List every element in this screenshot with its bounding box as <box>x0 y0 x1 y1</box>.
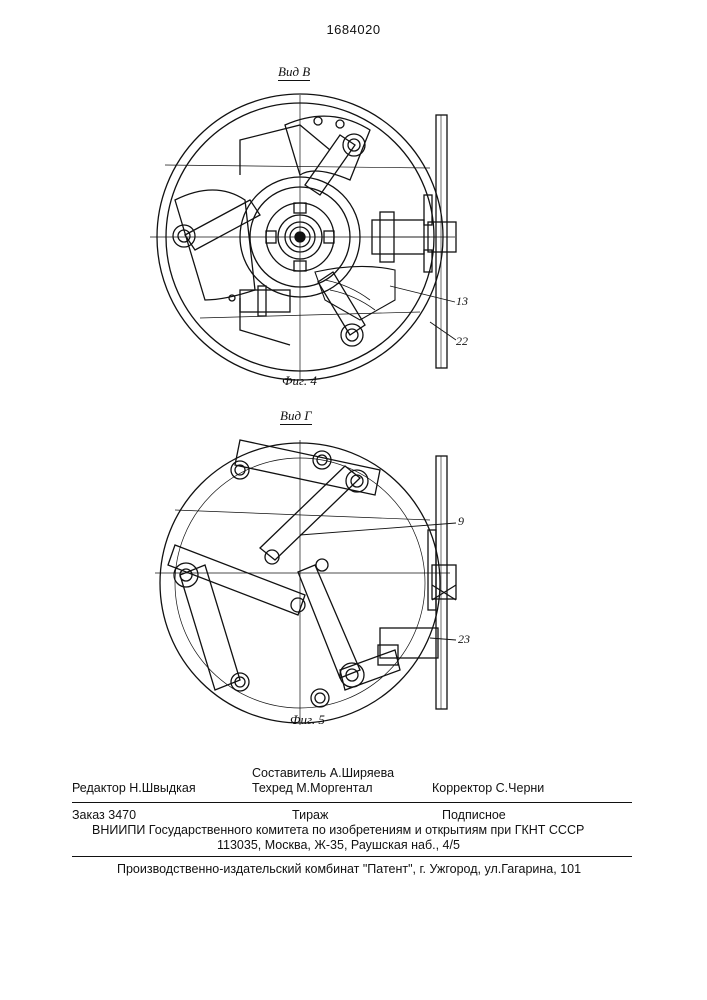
credits-divider-top <box>72 802 632 803</box>
fig5-bar-23 <box>436 456 447 709</box>
institute: ВНИИПИ Государственного комитета по изоб… <box>92 823 584 837</box>
credits-divider-bottom <box>72 856 632 857</box>
fig5-callout-23: 23 <box>458 632 470 647</box>
institute-address: 113035, Москва, Ж-35, Раушская наб., 4/5 <box>217 838 460 852</box>
fig5-arm-top <box>260 466 360 560</box>
fig5-caption: Фиг. 5 <box>290 712 325 728</box>
credit-corrector: Корректор С.Черни <box>432 781 544 795</box>
fig5-callout-9: 9 <box>458 514 464 529</box>
fig5-arm-bottom <box>298 565 360 678</box>
credit-compiler: Составитель А.Ширяева <box>252 766 394 780</box>
fig5-drive-block <box>380 628 438 658</box>
credit-techred: Техред М.Моргентал <box>252 781 373 795</box>
printer: Производственно-издательский комбинат "П… <box>117 862 581 876</box>
subscription: Подписное <box>442 808 506 822</box>
credit-editor: Редактор Н.Швыдкая <box>72 781 196 795</box>
circulation: Тираж <box>292 808 328 822</box>
fig5-link-left <box>180 565 240 690</box>
order-number: Заказ 3470 <box>72 808 136 822</box>
